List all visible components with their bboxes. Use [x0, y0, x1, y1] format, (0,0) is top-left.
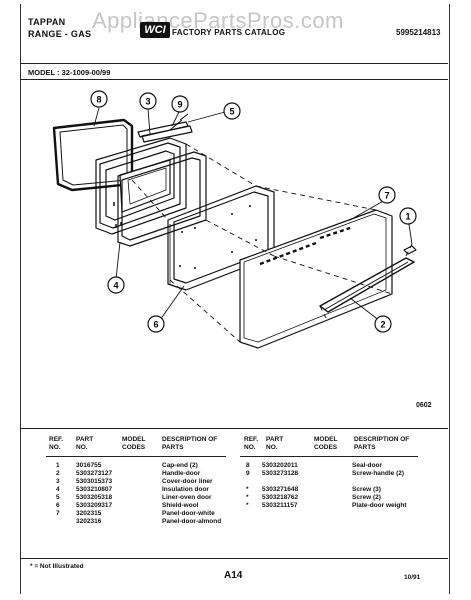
ref-number: 3 [56, 478, 60, 485]
wci-logo: WCI [140, 22, 170, 38]
diagram-code: 0602 [416, 402, 432, 409]
ref-no-header: REF. NO. [49, 436, 64, 451]
ref-number: 6 [56, 502, 60, 509]
page-frame [20, 4, 450, 594]
part-number: 5303209317 [76, 502, 113, 509]
ref-number: 9 [246, 470, 250, 477]
part-description: Screw-handle (2) [352, 470, 405, 477]
door-handle-part [319, 257, 415, 313]
callout-2: 2 [374, 315, 392, 333]
ref-number: * [246, 494, 249, 501]
part-description: Liner-oven door [162, 494, 212, 501]
svg-text:9: 9 [177, 100, 182, 110]
callout-7: 7 [378, 186, 396, 204]
door-liner-assembly [95, 113, 193, 235]
part-number: 5303218762 [262, 494, 299, 501]
part-number: 3202315 [76, 510, 102, 517]
left-header-rule [46, 456, 226, 457]
part-number: 5303210807 [76, 486, 113, 493]
part-number: 5303205318 [76, 494, 113, 501]
part-number: 3202316 [76, 518, 102, 525]
callout-1: 1 [399, 207, 417, 225]
page-number: A14 [224, 570, 243, 581]
ref-number: 7 [56, 510, 60, 517]
callout-9: 9 [171, 95, 189, 113]
model-rule [20, 79, 448, 80]
part-number: 5303271648 [262, 486, 299, 493]
callout-8: 8 [90, 90, 108, 108]
part-description: Cover-door liner [162, 478, 213, 485]
table-bottom-rule [20, 558, 448, 559]
part-no-header: PART NO. [76, 436, 94, 451]
svg-text:1: 1 [405, 212, 410, 222]
ref-number: 1 [56, 462, 60, 469]
description-header-right: DESCRIPTION OF PARTS [354, 436, 410, 451]
part-description: Screw (2) [352, 494, 381, 501]
model-codes-header: MODEL CODES [122, 436, 146, 451]
part-description: Handle-door [162, 470, 201, 477]
watermark: AppliancePartsPros.com [92, 8, 344, 33]
callout-6: 6 [147, 315, 165, 333]
part-description: Panel-door-almond [162, 518, 222, 525]
svg-text:7: 7 [384, 191, 389, 201]
cap-end-part [403, 245, 417, 255]
brand-block: TAPPAN RANGE - GAS [28, 16, 91, 40]
ref-number: * [246, 486, 249, 493]
part-description: Panel-door-white [162, 510, 215, 517]
ref-number: 4 [56, 486, 60, 493]
table-top-rule [20, 428, 448, 429]
exploded-parts-diagram: 8 3 9 5 7 1 4 6 2 [52, 90, 417, 349]
part-number: 5303015373 [76, 478, 113, 485]
svg-text:4: 4 [113, 281, 118, 291]
part-description: Cap-end (2) [162, 462, 198, 469]
revision-date: 10/91 [404, 574, 421, 581]
part-description: Insulation door [162, 486, 209, 493]
svg-text:6: 6 [153, 320, 158, 330]
callout-5: 5 [223, 102, 241, 120]
part-description: Screw (3) [352, 486, 381, 493]
part-description: Plate-door weight [352, 502, 407, 509]
description-header: DESCRIPTION OF PARTS [162, 436, 218, 451]
right-header-rule [240, 456, 418, 457]
ref-number: * [246, 502, 249, 509]
part-description: Seal-door [352, 462, 382, 469]
part-number: 5303273128 [262, 470, 299, 477]
svg-text:5: 5 [229, 107, 234, 117]
part-number: 5303211157 [262, 502, 298, 509]
svg-text:2: 2 [380, 320, 385, 330]
part-description: Shield-wool [162, 502, 199, 509]
part-number: 5303273127 [76, 470, 113, 477]
svg-text:3: 3 [145, 97, 150, 107]
footnote: * = Not Illustrated [30, 563, 84, 570]
catalog-number: 5995214813 [396, 28, 441, 37]
model-line: MODEL : 32-1009-00/99 [28, 68, 111, 77]
ref-number: 8 [246, 462, 250, 469]
callout-3: 3 [139, 92, 157, 110]
brand-name: TAPPAN [28, 17, 66, 27]
callout-4: 4 [107, 276, 125, 294]
callouts: 8 3 9 5 7 1 4 6 2 [90, 90, 417, 333]
ref-number: 2 [56, 470, 60, 477]
ref-no-header-right: REF. NO. [244, 436, 259, 451]
svg-text:8: 8 [96, 95, 101, 105]
header-rule [20, 63, 448, 64]
part-no-header-right: PART NO. [266, 436, 284, 451]
ref-number: 5 [56, 494, 60, 501]
part-number: 5303202011 [262, 462, 298, 469]
part-number: 3016755 [76, 462, 102, 469]
model-codes-header-right: MODEL CODES [314, 436, 338, 451]
catalog-title: FACTORY PARTS CATALOG [172, 28, 286, 37]
product-type: RANGE - GAS [28, 29, 92, 39]
